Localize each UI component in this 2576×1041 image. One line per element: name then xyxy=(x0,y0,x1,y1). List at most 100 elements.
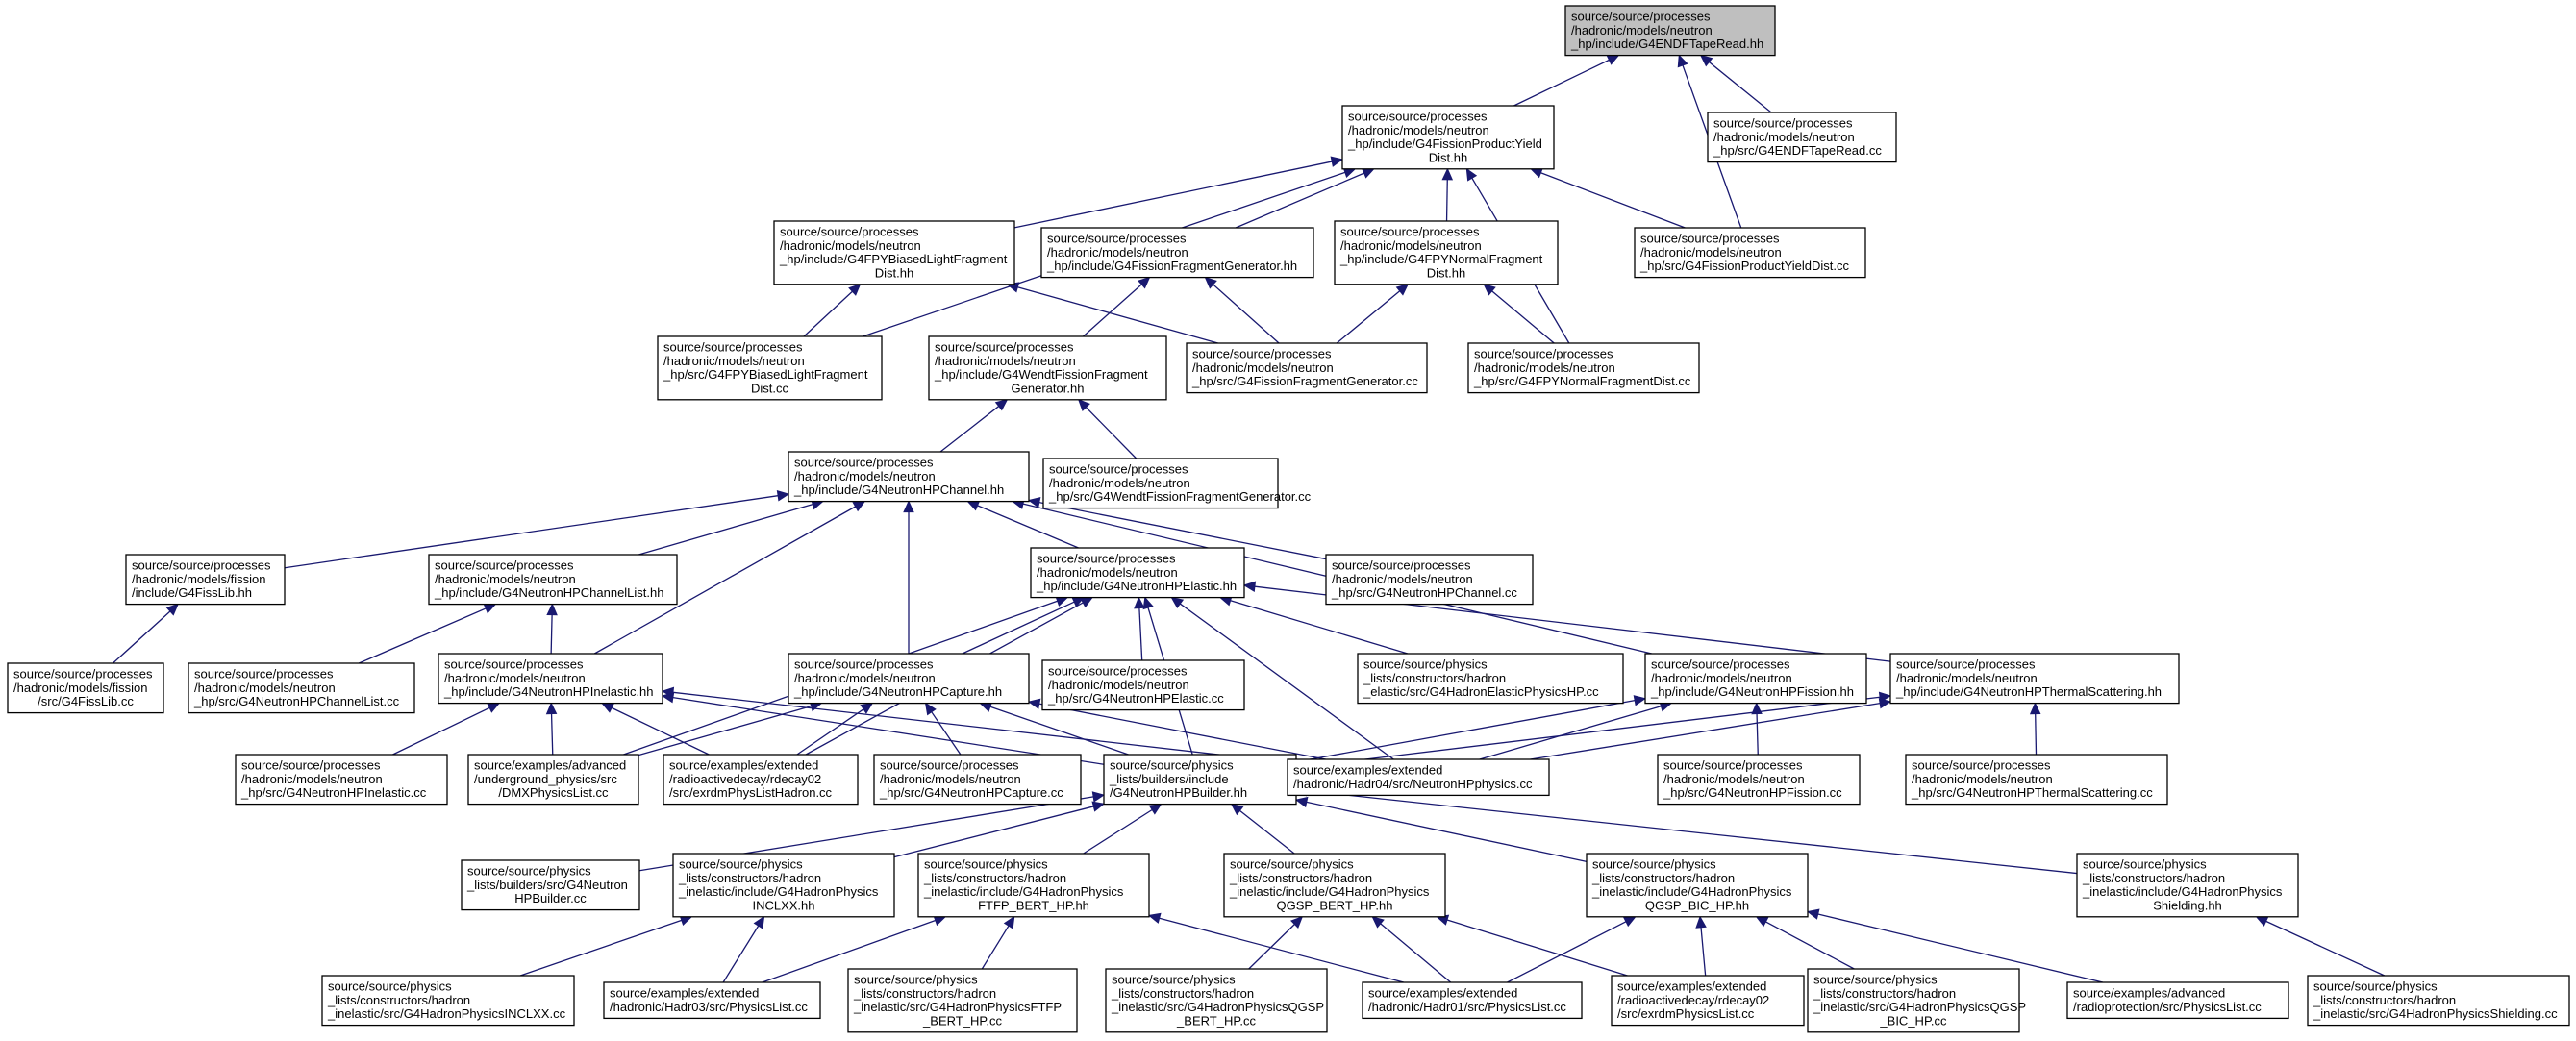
edge-line xyxy=(1179,603,1394,760)
edge-line xyxy=(1540,172,1686,229)
file-node[interactable]: source/source/processes/hadronic/models/… xyxy=(1341,105,1555,170)
file-node[interactable]: source/source/physics_lists/constructors… xyxy=(1223,853,1446,918)
file-node[interactable]: source/source/processes/hadronic/models/… xyxy=(1325,554,1534,606)
file-node[interactable]: source/source/processes/hadronic/models/… xyxy=(1040,227,1314,279)
file-node[interactable]: source/source/physics_lists/builders/inc… xyxy=(1103,754,1297,806)
file-node[interactable]: source/source/processes/hadronic/models/… xyxy=(1707,112,1897,163)
file-node[interactable]: source/source/physics_lists/constructors… xyxy=(1357,653,1624,705)
file-node[interactable]: source/source/physics_lists/constructors… xyxy=(2307,975,2570,1027)
file-node[interactable]: source/source/physics_lists/builders/src… xyxy=(461,859,640,911)
node-label-line: source/source/processes xyxy=(1474,347,1613,361)
file-node[interactable]: source/source/physics_lists/constructors… xyxy=(917,853,1150,918)
node-label-line: _lists/constructors/hadron xyxy=(327,993,470,1007)
node-box xyxy=(847,968,1078,1033)
file-node[interactable]: source/source/processes/hadronic/models/… xyxy=(1905,754,2168,806)
file-node[interactable]: source/source/processes/hadronic/models/… xyxy=(188,662,415,714)
arrowhead-icon xyxy=(2029,702,2041,715)
file-node[interactable]: source/source/processes/hadronic/models/… xyxy=(1042,458,1312,509)
node-box xyxy=(2066,981,2289,1020)
file-node[interactable]: source/source/physics_lists/constructors… xyxy=(321,975,575,1027)
file-node[interactable]: source/source/processes/hadronic/models/… xyxy=(1041,659,1245,711)
node-label-line: _hp/src/G4NeutronHPElastic.cc xyxy=(1047,691,1224,706)
edge-line xyxy=(638,705,812,756)
node-box xyxy=(428,554,678,606)
file-node[interactable]: source/source/processes/hadronic/models/… xyxy=(657,335,883,401)
dependency-edge xyxy=(939,399,1009,453)
node-box xyxy=(1105,968,1328,1033)
arrowhead-icon xyxy=(848,283,862,296)
node-label-line: _hp/src/G4FissionProductYieldDist.cc xyxy=(1639,259,1849,273)
edge-line xyxy=(1306,801,1588,863)
node-label-line: /hadronic/Hadr03/src/PhysicsList.cc xyxy=(610,1000,808,1014)
node-box xyxy=(917,853,1150,918)
file-node[interactable]: source/source/physics_lists/constructors… xyxy=(1105,968,1328,1033)
nodes-layer: source/source/processes/hadronic/models/… xyxy=(7,5,2570,1033)
file-node[interactable]: source/source/processes/hadronic/models/… xyxy=(7,662,164,714)
node-label-line: source/source/physics xyxy=(2083,857,2207,872)
file-node[interactable]: source/examples/advanced/radioprotection… xyxy=(2066,981,2289,1020)
file-node[interactable]: source/source/processes/hadronic/models/… xyxy=(873,754,1082,806)
node-label-line: /hadronic/models/fission xyxy=(13,681,147,695)
file-node[interactable]: source/source/processes/hadronic/models/… xyxy=(428,554,678,606)
node-box xyxy=(1905,754,2168,806)
node-label-line: _lists/constructors/hadron xyxy=(2082,871,2225,885)
file-node[interactable]: source/examples/extended/hadronic/Hadr01… xyxy=(1362,981,1583,1020)
file-node[interactable]: source/examples/extended/hadronic/Hadr03… xyxy=(603,981,821,1020)
file-node[interactable]: source/source/processes/hadronic/models/… xyxy=(1657,754,1861,806)
node-label-line: /hadronic/models/neutron xyxy=(1474,360,1615,375)
node-label-line: source/source/processes xyxy=(1037,552,1176,566)
file-node[interactable]: source/source/processes/hadronic/models/… xyxy=(1644,653,1867,705)
file-node[interactable]: source/examples/extended/hadronic/Hadr04… xyxy=(1287,758,1550,797)
file-node[interactable]: source/source/processes/hadronic/models/… xyxy=(788,653,1030,705)
node-label-line: /hadronic/models/neutron xyxy=(241,772,383,786)
file-node[interactable]: source/source/processes/hadronic/models/… xyxy=(1467,342,1700,394)
node-box xyxy=(1807,968,2020,1033)
node-box xyxy=(1586,853,1809,918)
file-node[interactable]: source/source/physics_lists/constructors… xyxy=(672,853,895,918)
file-node[interactable]: source/source/processes/hadronic/models/… xyxy=(1334,220,1559,285)
node-label-line: source/source/processes xyxy=(444,657,584,672)
file-node[interactable]: source/source/physics_lists/constructors… xyxy=(1807,968,2026,1033)
node-label-line: _lists/constructors/hadron xyxy=(678,871,821,885)
file-node[interactable]: source/source/processes/hadronic/models/… xyxy=(928,335,1167,401)
node-label-line: /hadronic/models/neutron xyxy=(1037,565,1178,580)
file-node[interactable]: source/examples/extended/radioactivedeca… xyxy=(663,754,859,806)
dependency-edge xyxy=(1147,912,1404,983)
file-node[interactable]: source/source/physics_lists/constructors… xyxy=(2076,853,2299,918)
arrowhead-icon xyxy=(1395,284,1410,296)
node-label-line: _hp/include/G4NeutronHPElastic.hh xyxy=(1036,579,1237,593)
file-node[interactable]: source/source/processes/hadronic/models/… xyxy=(773,220,1015,285)
arrowhead-icon xyxy=(994,399,1009,411)
dependency-edge xyxy=(1294,796,1588,863)
file-node[interactable]: source/source/processes/hadronic/models/… xyxy=(1634,227,1866,279)
file-node[interactable]: source/source/processes/hadronic/models/… xyxy=(1186,342,1428,394)
dependency-edge xyxy=(1027,497,1327,560)
file-node[interactable]: source/source/processes/hadronic/models/… xyxy=(235,754,448,806)
node-label-line: INCLXX.hh xyxy=(752,898,814,912)
file-node[interactable]: source/source/physics_lists/constructors… xyxy=(1586,853,1809,918)
arrowhead-icon xyxy=(1138,276,1151,289)
edge-line xyxy=(611,706,710,756)
file-node[interactable]: source/source/processes/hadronic/models/… xyxy=(788,451,1030,503)
dependency-edge xyxy=(1483,284,1555,344)
node-box xyxy=(663,754,859,806)
file-node[interactable]: source/source/processes/hadronic/models/… xyxy=(1889,653,2180,705)
arrowhead-icon xyxy=(1091,791,1106,803)
node-label-line: source/source/physics xyxy=(328,979,452,994)
edge-line xyxy=(1213,284,1280,344)
node-label-line: _BERT_HP.cc xyxy=(1176,1013,1256,1028)
file-node[interactable]: source/source/processes/hadronic/models/… xyxy=(125,554,286,606)
dependency-edge xyxy=(1751,702,1763,756)
file-node[interactable]: source/examples/advanced/underground_phy… xyxy=(467,754,639,806)
file-node[interactable]: source/source/processes/hadronic/models/… xyxy=(438,653,663,705)
file-node[interactable]: source/source/physics_lists/constructors… xyxy=(847,968,1078,1033)
edge-line xyxy=(638,504,813,556)
file-node[interactable]: source/source/processes/hadronic/models/… xyxy=(1030,547,1245,599)
dependency-edge xyxy=(638,499,824,556)
node-label-line: _lists/builders/src/G4Neutron xyxy=(466,878,628,892)
root-file-node[interactable]: source/source/processes/hadronic/models/… xyxy=(1564,5,1776,57)
dependency-edge xyxy=(981,915,1015,970)
file-node[interactable]: source/examples/extended/radioactivedeca… xyxy=(1611,975,1805,1027)
node-label-line: source/source/processes xyxy=(1896,657,2036,672)
node-box xyxy=(1334,220,1559,285)
